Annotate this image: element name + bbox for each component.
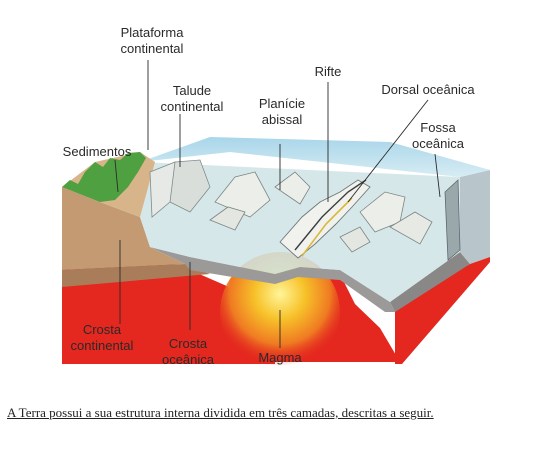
ocean-surface [140,137,490,177]
right-face [460,170,490,264]
continental-crust [62,187,185,270]
label-crosta-continental-line2: continental [71,338,134,353]
label-magma: Magma [258,350,302,365]
mid-ocean-ridge [279,179,371,259]
rift-valley [294,179,367,251]
subducting-slab [390,252,470,312]
continental-slope-ridge [169,159,211,213]
label-fossa-line1: Fossa [420,120,456,135]
abyssal-hill-4 [359,191,406,233]
continental-crust-base [62,264,210,287]
figure-caption: A Terra possui a sua estrutura interna d… [7,405,434,420]
ocean-trench [444,179,461,261]
label-fossa-line2: oceânica [412,136,465,151]
label-dorsal: Dorsal oceânica [381,82,475,97]
label-plataforma-line1: Plataforma [121,25,185,40]
rift-magma-line [301,197,353,257]
vegetation [62,152,146,202]
abyssal-hill-3 [274,171,311,205]
mantle-bottom [62,272,275,364]
abyssal-hill-5 [389,211,433,245]
abyssal-hill-2 [209,206,246,231]
pointer-lines [114,60,441,348]
seafloor-diagram: Plataforma continental Talude continenta… [40,12,490,372]
oceanic-crust-band [150,247,395,312]
label-plataforma-line2: continental [121,41,184,56]
abyssal-hill-1 [214,171,271,218]
label-rifte: Rifte [315,64,342,79]
label-talude-line2: continental [161,99,224,114]
label-crosta-oceanica-line2: oceânica [162,352,215,367]
right-mantle [395,257,490,364]
label-talude-line1: Talude [173,83,211,98]
label-planicie-line2: abissal [262,112,303,127]
label-sedimentos: Sedimentos [63,144,132,159]
label-crosta-oceanica-line1: Crosta [169,336,208,351]
label-planicie-line1: Planície [259,96,305,111]
abyssal-hill-6 [339,226,371,253]
label-crosta-continental-line1: Crosta [83,322,122,337]
